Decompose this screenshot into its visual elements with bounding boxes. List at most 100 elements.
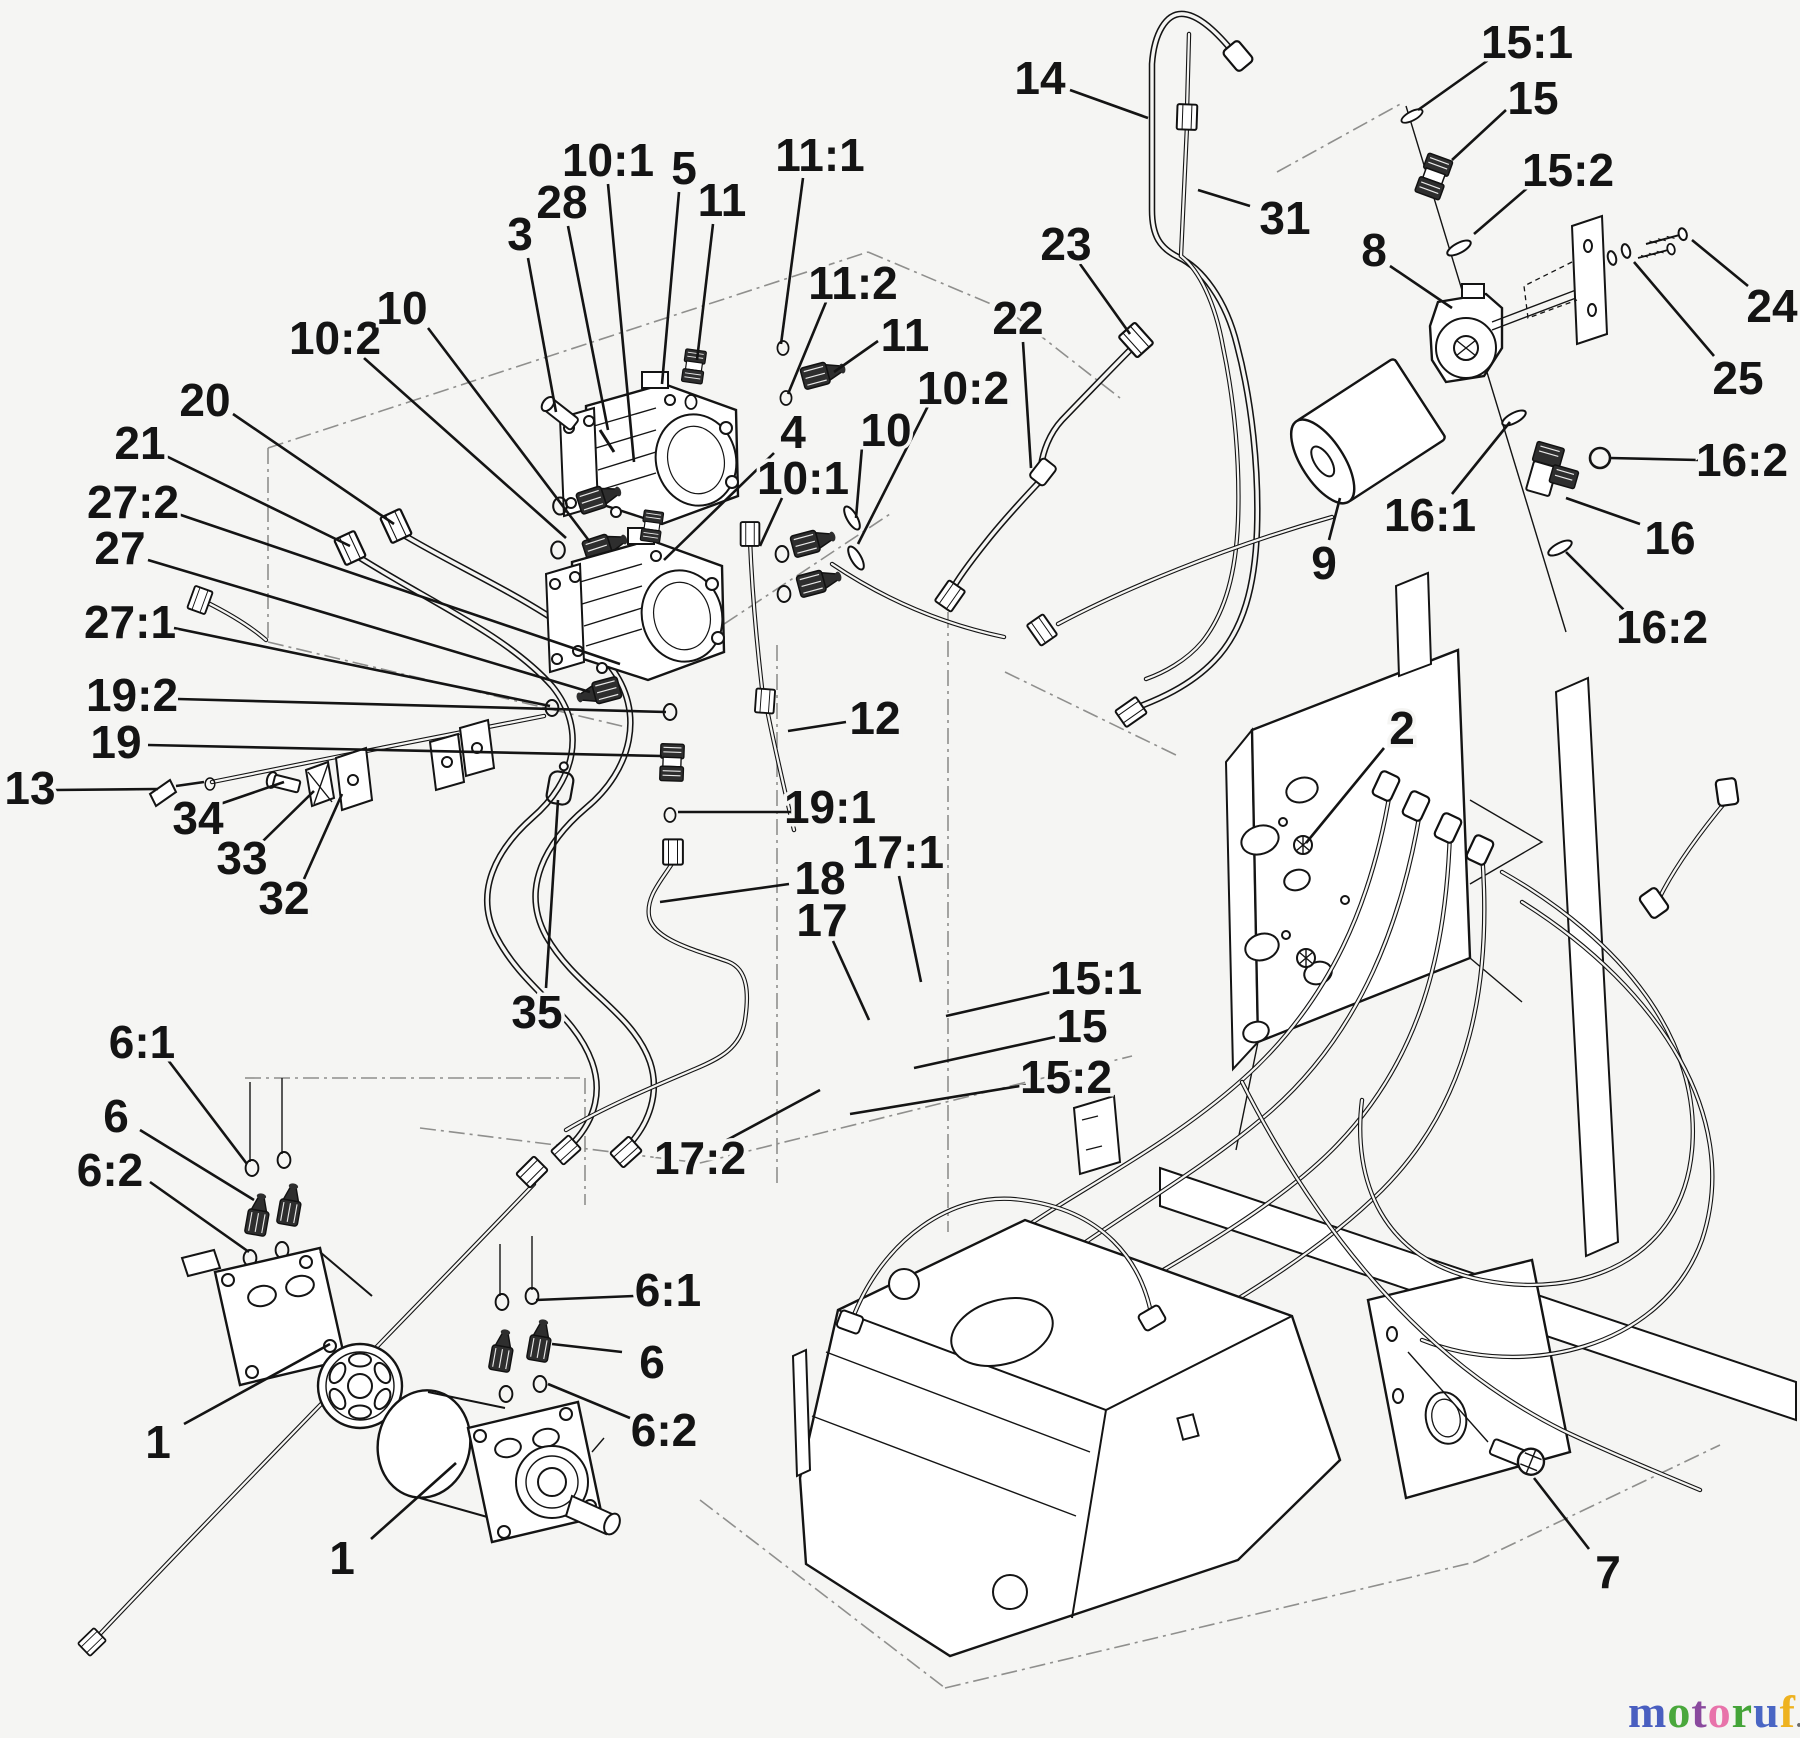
part-callout-17: 17 xyxy=(796,894,847,946)
leader-line-15 xyxy=(913,1035,1056,1070)
leader-line-6:2 xyxy=(149,1180,250,1254)
leader-line-11:1 xyxy=(779,177,805,345)
part-callout-10:1: 10:1 xyxy=(757,452,849,504)
leader-line-17:1 xyxy=(897,875,923,983)
part-callout-14: 14 xyxy=(1014,52,1066,104)
part-callout-18: 18 xyxy=(794,852,845,904)
part-callout-16:2: 16:2 xyxy=(1696,434,1788,486)
leader-line-16:2 xyxy=(1609,456,1699,462)
leader-line-35 xyxy=(544,799,560,989)
bolt-3 xyxy=(540,395,579,431)
part-callout-11: 11 xyxy=(881,309,930,361)
part-callout-5: 5 xyxy=(671,142,697,194)
part-callout-17:1: 17:1 xyxy=(852,826,944,878)
leader-line-34 xyxy=(219,780,285,806)
part-callout-1: 1 xyxy=(145,1416,171,1468)
part-callout-25: 25 xyxy=(1712,352,1763,404)
part-callout-10:2: 10:2 xyxy=(917,362,1009,414)
part-callout-12: 12 xyxy=(849,692,900,744)
bracket-8 xyxy=(1570,214,1609,346)
part-callout-33: 33 xyxy=(216,832,267,884)
wheel-motor-left xyxy=(180,1078,404,1430)
leader-line-15:2 xyxy=(1473,183,1533,235)
part-callout-10:2: 10:2 xyxy=(289,312,381,364)
part-callout-3: 3 xyxy=(507,208,533,260)
part-callout-22: 22 xyxy=(992,292,1043,344)
part-callout-4: 4 xyxy=(780,406,806,458)
oil-filter-9 xyxy=(1289,358,1446,505)
part-callout-24: 24 xyxy=(1746,280,1798,332)
part-callout-19:1: 19:1 xyxy=(784,781,876,833)
leader-line-6:1 xyxy=(166,1059,249,1165)
leader-line-4 xyxy=(663,452,775,561)
leader-line-1 xyxy=(183,1342,331,1426)
part-callout-21: 21 xyxy=(114,417,165,469)
part-callout-6:2: 6:2 xyxy=(77,1144,143,1196)
valve-13 xyxy=(148,777,216,808)
valve-8 xyxy=(1428,283,1504,384)
leader-line-25 xyxy=(1633,261,1715,357)
part-callout-15:2: 15:2 xyxy=(1020,1051,1112,1103)
part-callout-35: 35 xyxy=(511,986,562,1038)
leader-line-1 xyxy=(370,1462,457,1540)
leader-line-17 xyxy=(831,940,871,1021)
part-callout-16:2: 16:2 xyxy=(1616,601,1708,653)
part-callout-10:1: 10:1 xyxy=(562,134,654,186)
wheel-flange xyxy=(316,1342,404,1430)
leader-line-16:2 xyxy=(1565,551,1627,613)
part-callout-2: 2 xyxy=(1389,702,1415,754)
pipe-18 xyxy=(564,860,748,1132)
part-callout-27:1: 27:1 xyxy=(84,596,176,648)
leader-line-11 xyxy=(695,223,715,361)
leader-line-6:1 xyxy=(535,1294,635,1302)
part-callout-13: 13 xyxy=(4,762,55,814)
part-callout-31: 31 xyxy=(1259,192,1310,244)
leader-line-23 xyxy=(1078,263,1132,335)
watermark-motoruf: motoruf.de xyxy=(1628,1686,1800,1737)
leader-line-7 xyxy=(1532,1477,1591,1550)
leader-line-10:1 xyxy=(758,497,784,547)
part-callout-11: 11 xyxy=(698,174,747,226)
part-callout-6: 6 xyxy=(103,1090,129,1142)
pin-28 xyxy=(598,429,616,453)
tube-right xyxy=(830,515,1334,639)
hose-23 xyxy=(1039,344,1136,468)
leader-line-27:2 xyxy=(177,512,621,666)
leader-line-22 xyxy=(1021,341,1033,469)
hose-14 xyxy=(1128,12,1260,712)
part-callout-11:2: 11:2 xyxy=(808,257,898,309)
leader-line-5 xyxy=(660,191,681,385)
part-callout-6:1: 6:1 xyxy=(635,1264,701,1316)
leader-line-17:2 xyxy=(726,1088,821,1142)
part-callout-8: 8 xyxy=(1361,224,1387,276)
pump-upper xyxy=(540,340,849,564)
part-callout-32: 32 xyxy=(258,872,309,924)
leader-line-6 xyxy=(551,1342,623,1354)
part-callout-10: 10 xyxy=(376,282,427,334)
leader-line-8 xyxy=(1389,264,1453,310)
leader-line-16:1 xyxy=(1450,421,1512,495)
mount-bracket xyxy=(1072,1094,1122,1176)
bolt-7 xyxy=(1488,1438,1546,1476)
part-callout-20: 20 xyxy=(179,374,230,426)
leader-line-15:1 xyxy=(945,988,1061,1018)
part-callout-27: 27 xyxy=(94,522,145,574)
tube-13 xyxy=(210,714,546,784)
bolt-7-plate xyxy=(1366,1258,1572,1500)
leader-line-15:1 xyxy=(1417,54,1495,112)
pipe-18-lower xyxy=(96,1182,536,1638)
part-callout-6:1: 6:1 xyxy=(109,1016,175,1068)
part-callout-17:2: 17:2 xyxy=(654,1132,746,1184)
leader-line-28 xyxy=(566,225,610,431)
part-callout-6: 6 xyxy=(639,1336,665,1388)
part-callout-19: 19 xyxy=(90,716,141,768)
wheel-motor-right xyxy=(376,1236,621,1544)
bolt-34 xyxy=(265,771,302,794)
part-callout-6:2: 6:2 xyxy=(631,1404,697,1456)
stub-pipe xyxy=(204,600,268,642)
leader-line-24 xyxy=(1691,238,1749,288)
part-callout-11:1: 11:1 xyxy=(775,129,865,181)
leader-line-18 xyxy=(659,882,790,904)
